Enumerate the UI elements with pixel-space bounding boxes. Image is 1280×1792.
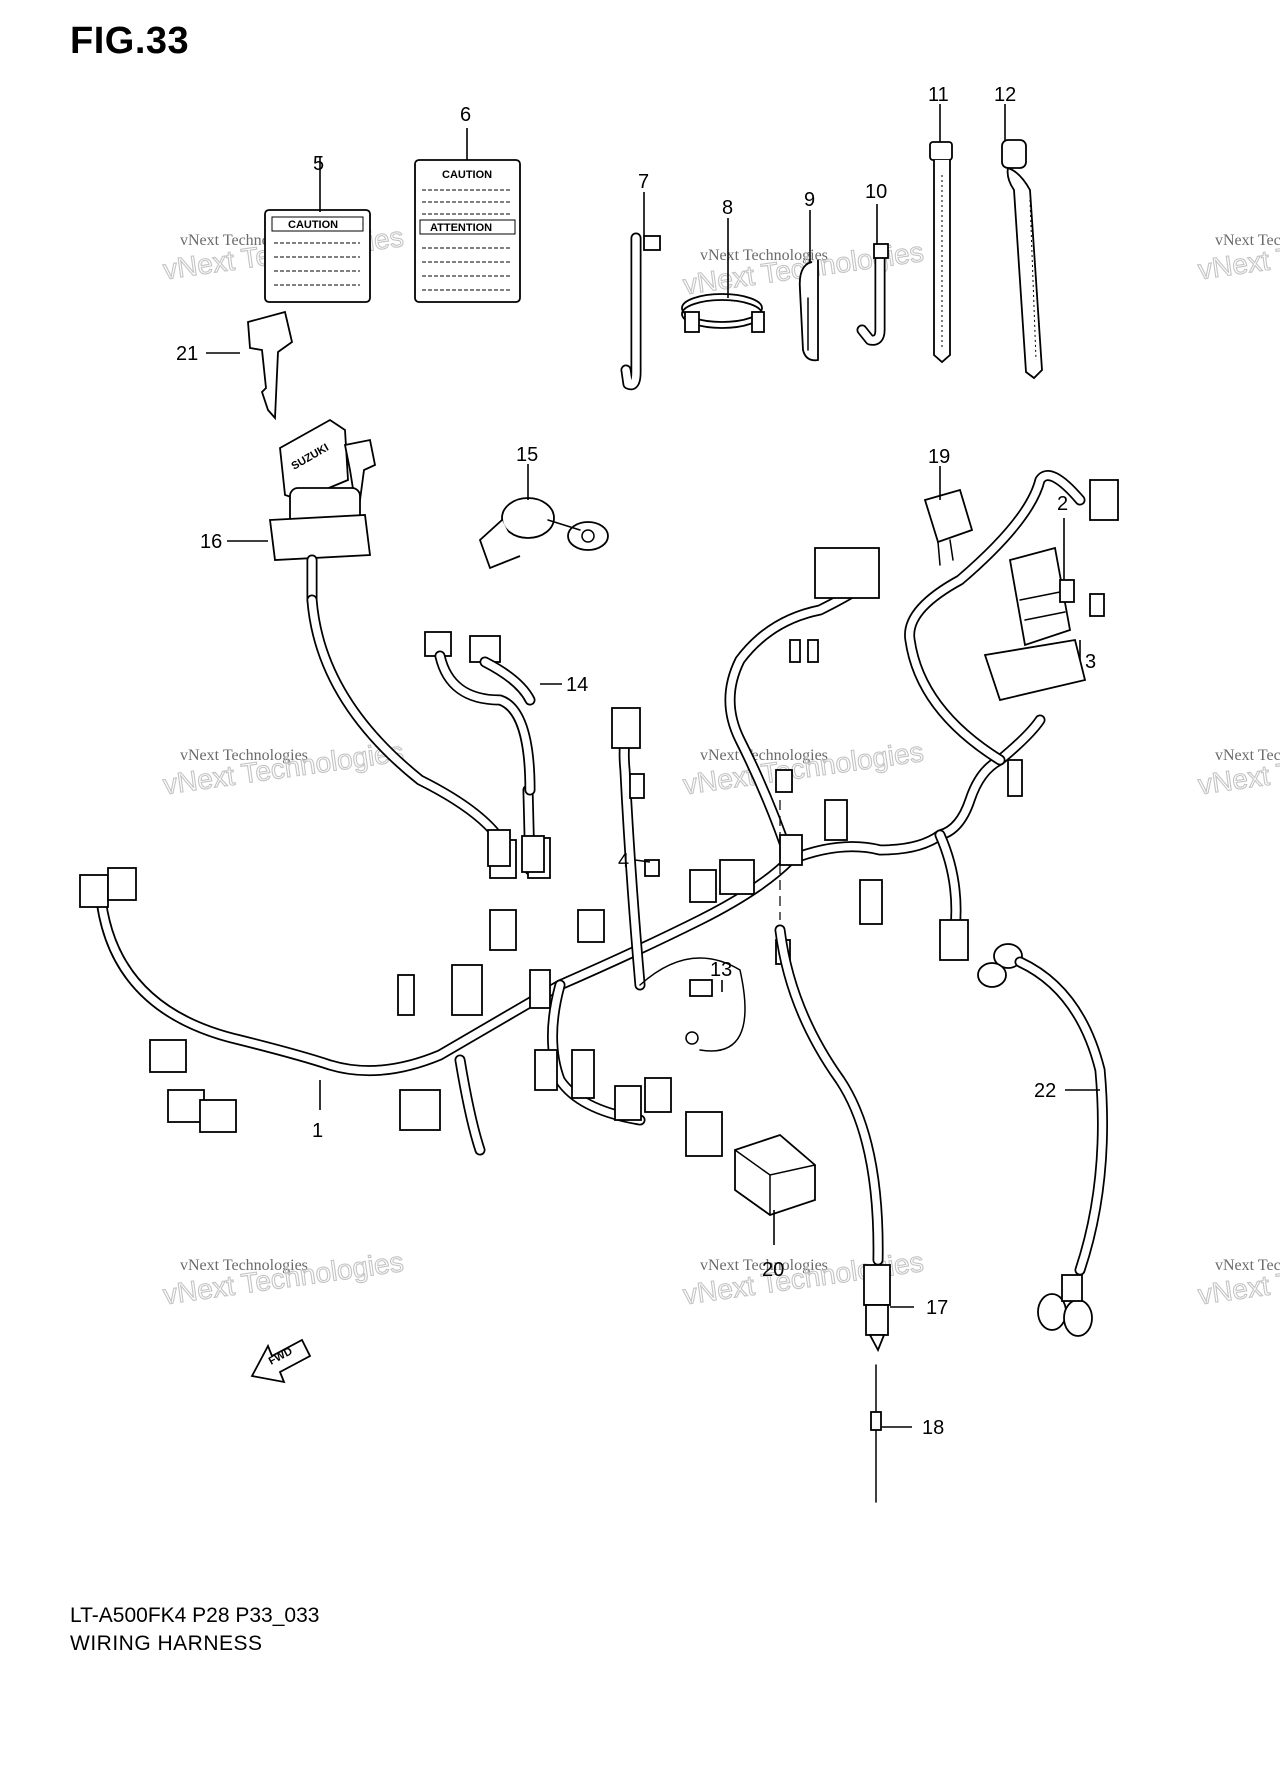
forward-arrow-icon: FWD: [250, 1338, 312, 1384]
watermark-outline-text: vNext Technologies: [681, 736, 925, 800]
callout-19: 19: [928, 446, 950, 468]
callout-12: 12: [994, 84, 1016, 106]
fuse-box-part-3: [983, 546, 1087, 702]
harness-connectors: [79, 479, 1119, 1157]
callout-10: 10: [865, 181, 887, 203]
sub-harness-part-14: [424, 631, 545, 873]
callout-11: 11: [928, 84, 949, 106]
ground-lead-part-13: [639, 957, 746, 1052]
caution-label-small: CAUTION: [264, 209, 371, 303]
watermark-text: vNext Technologies: [1215, 1257, 1280, 1274]
band-clamp-part-8: [681, 293, 765, 333]
watermark-outline-text: vNext Technologies: [161, 1246, 405, 1310]
watermark-outline-text: vNext Technologies: [1196, 736, 1280, 800]
clamp-part-7: [620, 232, 661, 391]
clamp-part-10: [856, 243, 889, 346]
callout-7: 7: [638, 171, 649, 193]
watermark-text: vNext Technologies: [700, 1257, 828, 1274]
callout-14: 14: [566, 674, 588, 696]
ignition-switch-part-16: SUZUKI: [268, 418, 377, 606]
callout-9: 9: [804, 189, 815, 211]
caution-label-small-text: CAUTION: [288, 219, 338, 231]
attention-label-text: ATTENTION: [430, 222, 492, 234]
diagram-subtitle: WIRING HARNESS: [70, 1632, 263, 1652]
callout-17: 17: [926, 1297, 948, 1319]
callout-3: 3: [1085, 651, 1096, 673]
figure-title: FIG.33: [70, 20, 190, 62]
watermark-text: vNext Technologies: [700, 247, 828, 264]
callout-18: 18: [922, 1417, 944, 1439]
cable-tie-part-12: [1001, 139, 1043, 380]
watermark-text: vNext Technologies: [180, 747, 308, 764]
caution-attention-label: CAUTION ATTENTION: [414, 159, 521, 303]
caution-label-text: CAUTION: [442, 169, 492, 181]
module-part-20: [734, 1133, 816, 1216]
callout-leader-lines: [206, 104, 1100, 1428]
model-code: LT-A500FK4 P28 P33_033: [70, 1604, 320, 1627]
callout-16: 16: [200, 531, 222, 553]
watermark-outline-text: vNext Technologies: [1196, 1246, 1280, 1310]
sensor-part-15: [478, 497, 609, 570]
watermark-text: vNext Technologies: [1215, 747, 1280, 764]
callout-8: 8: [722, 197, 733, 219]
callout-6: 6: [460, 104, 471, 126]
callout-13: 13: [710, 959, 732, 981]
callout-15: 15: [516, 444, 538, 466]
watermark-text: vNext Technologies: [1215, 232, 1280, 249]
cable-tie-part-11: [929, 141, 953, 364]
relay-part-19: [923, 488, 974, 566]
pin-part-18: [870, 1364, 882, 1503]
sensor-lead-part-17: [774, 800, 891, 1353]
callout-5: 5: [313, 153, 324, 175]
main-harness-part-1: [94, 470, 1086, 1156]
lead-wire-part-22: [977, 943, 1108, 1337]
callout-4: 4: [618, 850, 629, 872]
watermark-outline-text: vNext Technologies: [161, 736, 405, 800]
watermark-outline-text: vNext Technologies: [1196, 221, 1280, 285]
callout-20: 20: [762, 1259, 784, 1281]
callout-1: 1: [312, 1120, 323, 1142]
strap-clamp-part-9: [798, 260, 819, 362]
callout-22: 22: [1034, 1080, 1056, 1102]
callout-2: 2: [1057, 493, 1068, 515]
fuse-part-2: [1059, 579, 1105, 617]
watermark-text: vNext Technologies: [180, 1257, 308, 1274]
callout-21: 21: [176, 343, 198, 365]
key-part-21: [247, 310, 294, 421]
watermark-text: vNext Technologies: [700, 747, 828, 764]
callout-numbers: 1 2 3 4 5 6 7 8 9 10 11 12 13 14 15 16 1…: [176, 84, 1096, 1439]
